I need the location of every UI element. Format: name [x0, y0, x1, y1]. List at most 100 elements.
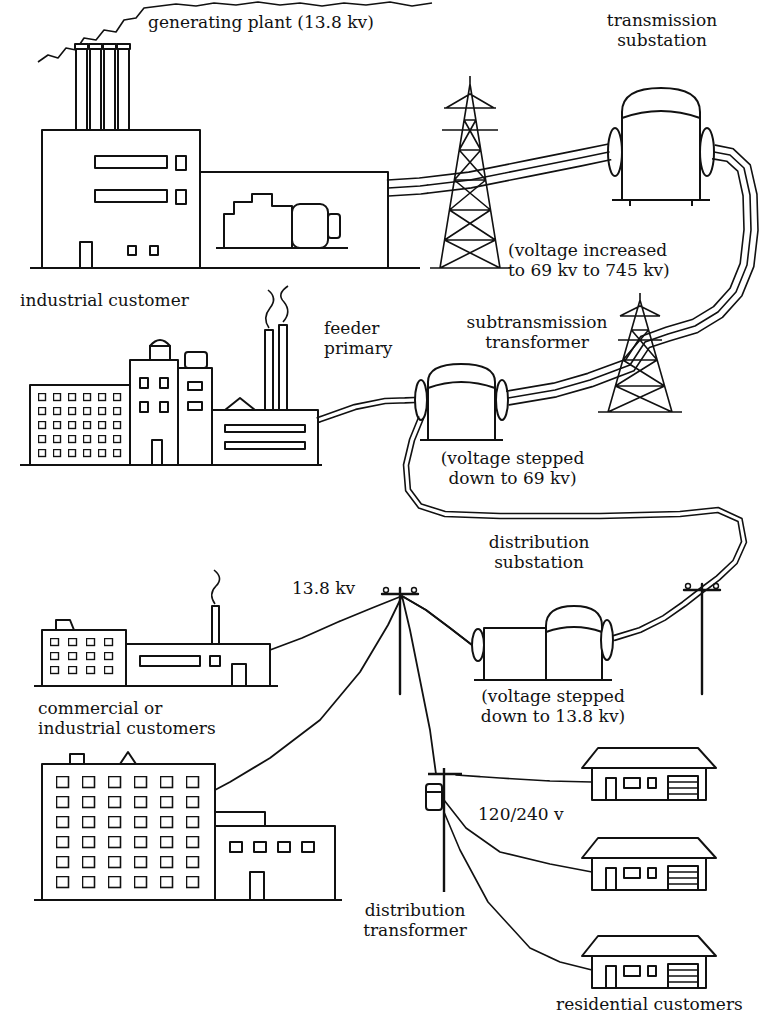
house-drawing [624, 966, 640, 976]
power-plant-drawing [328, 214, 340, 238]
distribution-substation-drawing [546, 606, 602, 680]
power-plant-drawing [128, 246, 136, 255]
house-drawing [668, 964, 698, 988]
office-building [70, 754, 84, 764]
factory-drawing [20, 464, 322, 466]
subtransmission-transformer-drawing [415, 364, 508, 440]
commercial-building [42, 630, 126, 686]
office-building [34, 752, 342, 900]
subtransmission-transformer: subtransmission transformer (voltage step… [405, 308, 622, 492]
voltage-note: (voltage stepped down to 69 kv) [430, 448, 595, 489]
house-drawing [624, 778, 640, 788]
power-plant-drawing [76, 44, 87, 132]
house-drawing [582, 748, 716, 768]
subtransmission-transformer-drawing [428, 364, 495, 440]
factory-drawing [150, 340, 170, 346]
office-building [120, 752, 136, 764]
utility-pole [686, 584, 691, 589]
power-plant-drawing [75, 44, 88, 49]
customer-label: commercial or industrial customers [38, 698, 228, 739]
line-label: 120/240 v [478, 804, 578, 824]
utility-pole [412, 588, 417, 593]
factory-drawing [140, 402, 148, 412]
industrial-customer: industrial customer [18, 286, 320, 470]
factory-drawing [225, 442, 305, 449]
distribution-substation-drawing [546, 627, 602, 632]
residential-customers: residential customers [548, 742, 762, 1016]
voltage-note: (voltage increased to 69 kv to 745 kv) [508, 240, 684, 281]
office-building [42, 764, 215, 900]
power-plant-drawing [30, 2, 432, 268]
power-plant-drawing [150, 246, 158, 255]
line-label-box: feeder primary [324, 318, 404, 359]
commercial-building [140, 656, 200, 666]
office-building [278, 842, 290, 852]
subtransmission-transformer-drawing [428, 382, 495, 388]
factory-drawing [266, 286, 288, 328]
customer-label: industrial customer [20, 290, 240, 310]
factory-drawing [152, 440, 162, 465]
power-plant-drawing [200, 172, 388, 268]
distribution-substation-drawing [484, 628, 546, 680]
power-plant-drawing [292, 204, 328, 248]
power-plant-drawing [176, 190, 186, 204]
voltage-note: (voltage stepped down to 13.8 kv) [468, 686, 638, 727]
house-drawing [582, 748, 716, 800]
factory-drawing [225, 425, 305, 432]
house-drawing [668, 776, 698, 800]
commercial-building [34, 570, 278, 686]
house-drawing [668, 970, 698, 982]
distribution-transformer: distribution transformer [350, 764, 480, 950]
power-plant-drawing [118, 44, 129, 132]
power-plant-drawing [176, 156, 186, 170]
pole-transformer [426, 768, 462, 892]
substation-transformer [608, 88, 714, 206]
house-drawing [648, 778, 656, 788]
power-plant-drawing [90, 44, 101, 132]
house-drawing [606, 966, 616, 988]
power-plant-drawing [95, 190, 167, 202]
house-drawing [582, 838, 716, 890]
factory-drawing [279, 325, 287, 412]
commercial-building [34, 685, 278, 687]
house-drawing [668, 872, 698, 884]
power-plant: generating plant (13.8 kv) [36, 4, 428, 272]
distribution-substation: distribution substation(voltage stepped … [465, 528, 645, 728]
power-plant-drawing [117, 44, 130, 49]
factory-drawing [38, 393, 128, 463]
utility-pole [684, 584, 720, 695]
house-drawing [668, 782, 698, 794]
subtransmission-transformer-drawing [415, 380, 427, 420]
power-plant-drawing [89, 44, 102, 49]
distribution-substation-drawing [474, 679, 612, 681]
factory-drawing [140, 378, 148, 388]
factory-drawing [150, 346, 170, 360]
factory-drawing [212, 410, 318, 465]
commercial-building [232, 664, 246, 686]
house-drawing [592, 956, 706, 988]
factory-drawing [188, 402, 202, 410]
utility-pole [684, 584, 720, 694]
factory-drawing [20, 286, 322, 465]
power-line [507, 145, 758, 405]
house-drawing [582, 936, 716, 956]
line-label: feeder primary [324, 318, 404, 359]
line-label-box: 120/240 v [478, 804, 578, 824]
subtransmission-transformer-drawing [420, 439, 503, 441]
power-plant-drawing [30, 248, 420, 268]
factory-drawing [188, 382, 202, 390]
substation-transformer [622, 88, 700, 200]
house-drawing [592, 858, 706, 890]
power-line [388, 144, 611, 196]
office-building [215, 812, 265, 826]
transformer-label: subtransmission transformer [452, 312, 622, 353]
house-drawing [582, 936, 716, 988]
factory-drawing [130, 360, 178, 465]
office-building [215, 826, 335, 900]
house-drawing [592, 768, 706, 800]
commercial-building [212, 606, 219, 644]
office-building [250, 872, 264, 900]
power-line [317, 398, 415, 423]
